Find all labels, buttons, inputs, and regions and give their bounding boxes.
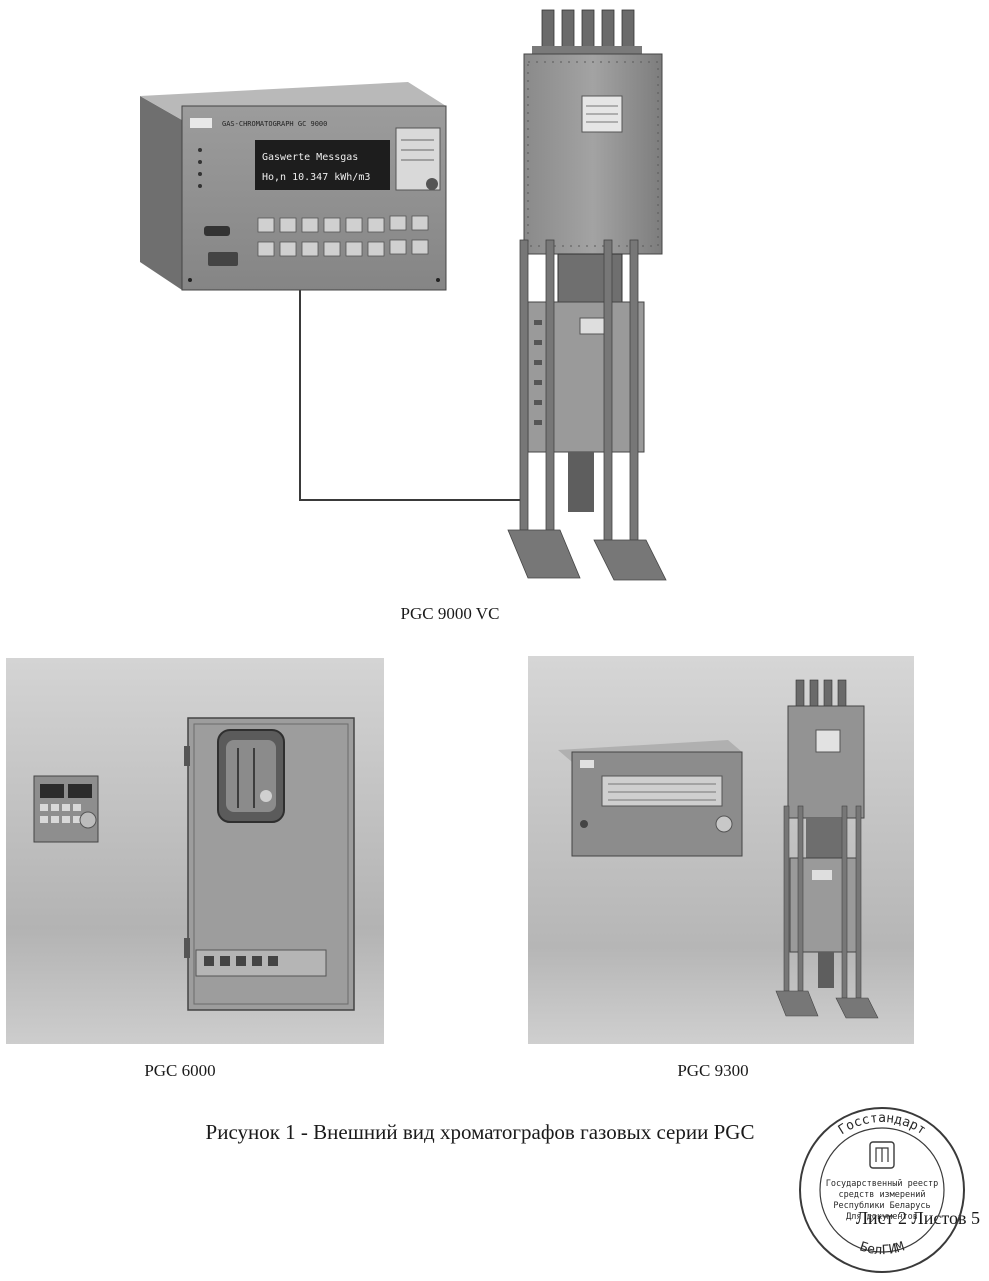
caption-pgc6000: PGC 6000 (144, 1061, 216, 1080)
pgc6000-photo (6, 658, 384, 1044)
pgc9300-photo (528, 656, 914, 1044)
stamp-bottom-text: БелГИМ (858, 1239, 907, 1258)
connecting-cable (299, 283, 520, 501)
pgc9000-field-unit (507, 9, 667, 581)
stamp-line-2: средств измерений (839, 1190, 926, 1200)
figure-title: Рисунок 1 - Внешний вид хроматографов га… (205, 1120, 755, 1144)
svg-text:БелГИМ: БелГИМ (858, 1239, 907, 1258)
gosstandart-stamp: Госстандарт БелГИМ Государственный реест… (799, 1107, 965, 1273)
display-line-1: Gaswerte Messgas (262, 152, 358, 163)
stamp-line-4: Для документов (846, 1212, 918, 1222)
stamp-line-1: Государственный реестр (826, 1179, 939, 1189)
pgc9300-field-unit (775, 679, 879, 1019)
controller-header: GAS-CHROMATOGRAPH GC 9000 (222, 120, 327, 128)
caption-pgc9300: PGC 9300 (677, 1061, 749, 1080)
pgc9000-controller-unit: GAS-CHROMATOGRAPH GC 9000 Gaswerte Messg… (140, 82, 447, 291)
page-counter: Лист 2 Листов 5 (855, 1208, 980, 1228)
pgc9300-controller (558, 740, 743, 857)
stamp-line-3: Республики Беларусь (833, 1200, 930, 1211)
stamp-emblem-icon (869, 1141, 895, 1169)
caption-pgc9000vc: PGC 9000 VC (400, 604, 500, 623)
pgc9000vc-figure: GAS-CHROMATOGRAPH GC 9000 Gaswerte Messg… (140, 9, 667, 581)
pgc6000-cabinet (184, 717, 355, 1011)
display-line-2: Ho,n 10.347 kWh/m3 (262, 172, 370, 183)
pgc6000-controller (33, 775, 99, 843)
keypad (257, 215, 429, 257)
